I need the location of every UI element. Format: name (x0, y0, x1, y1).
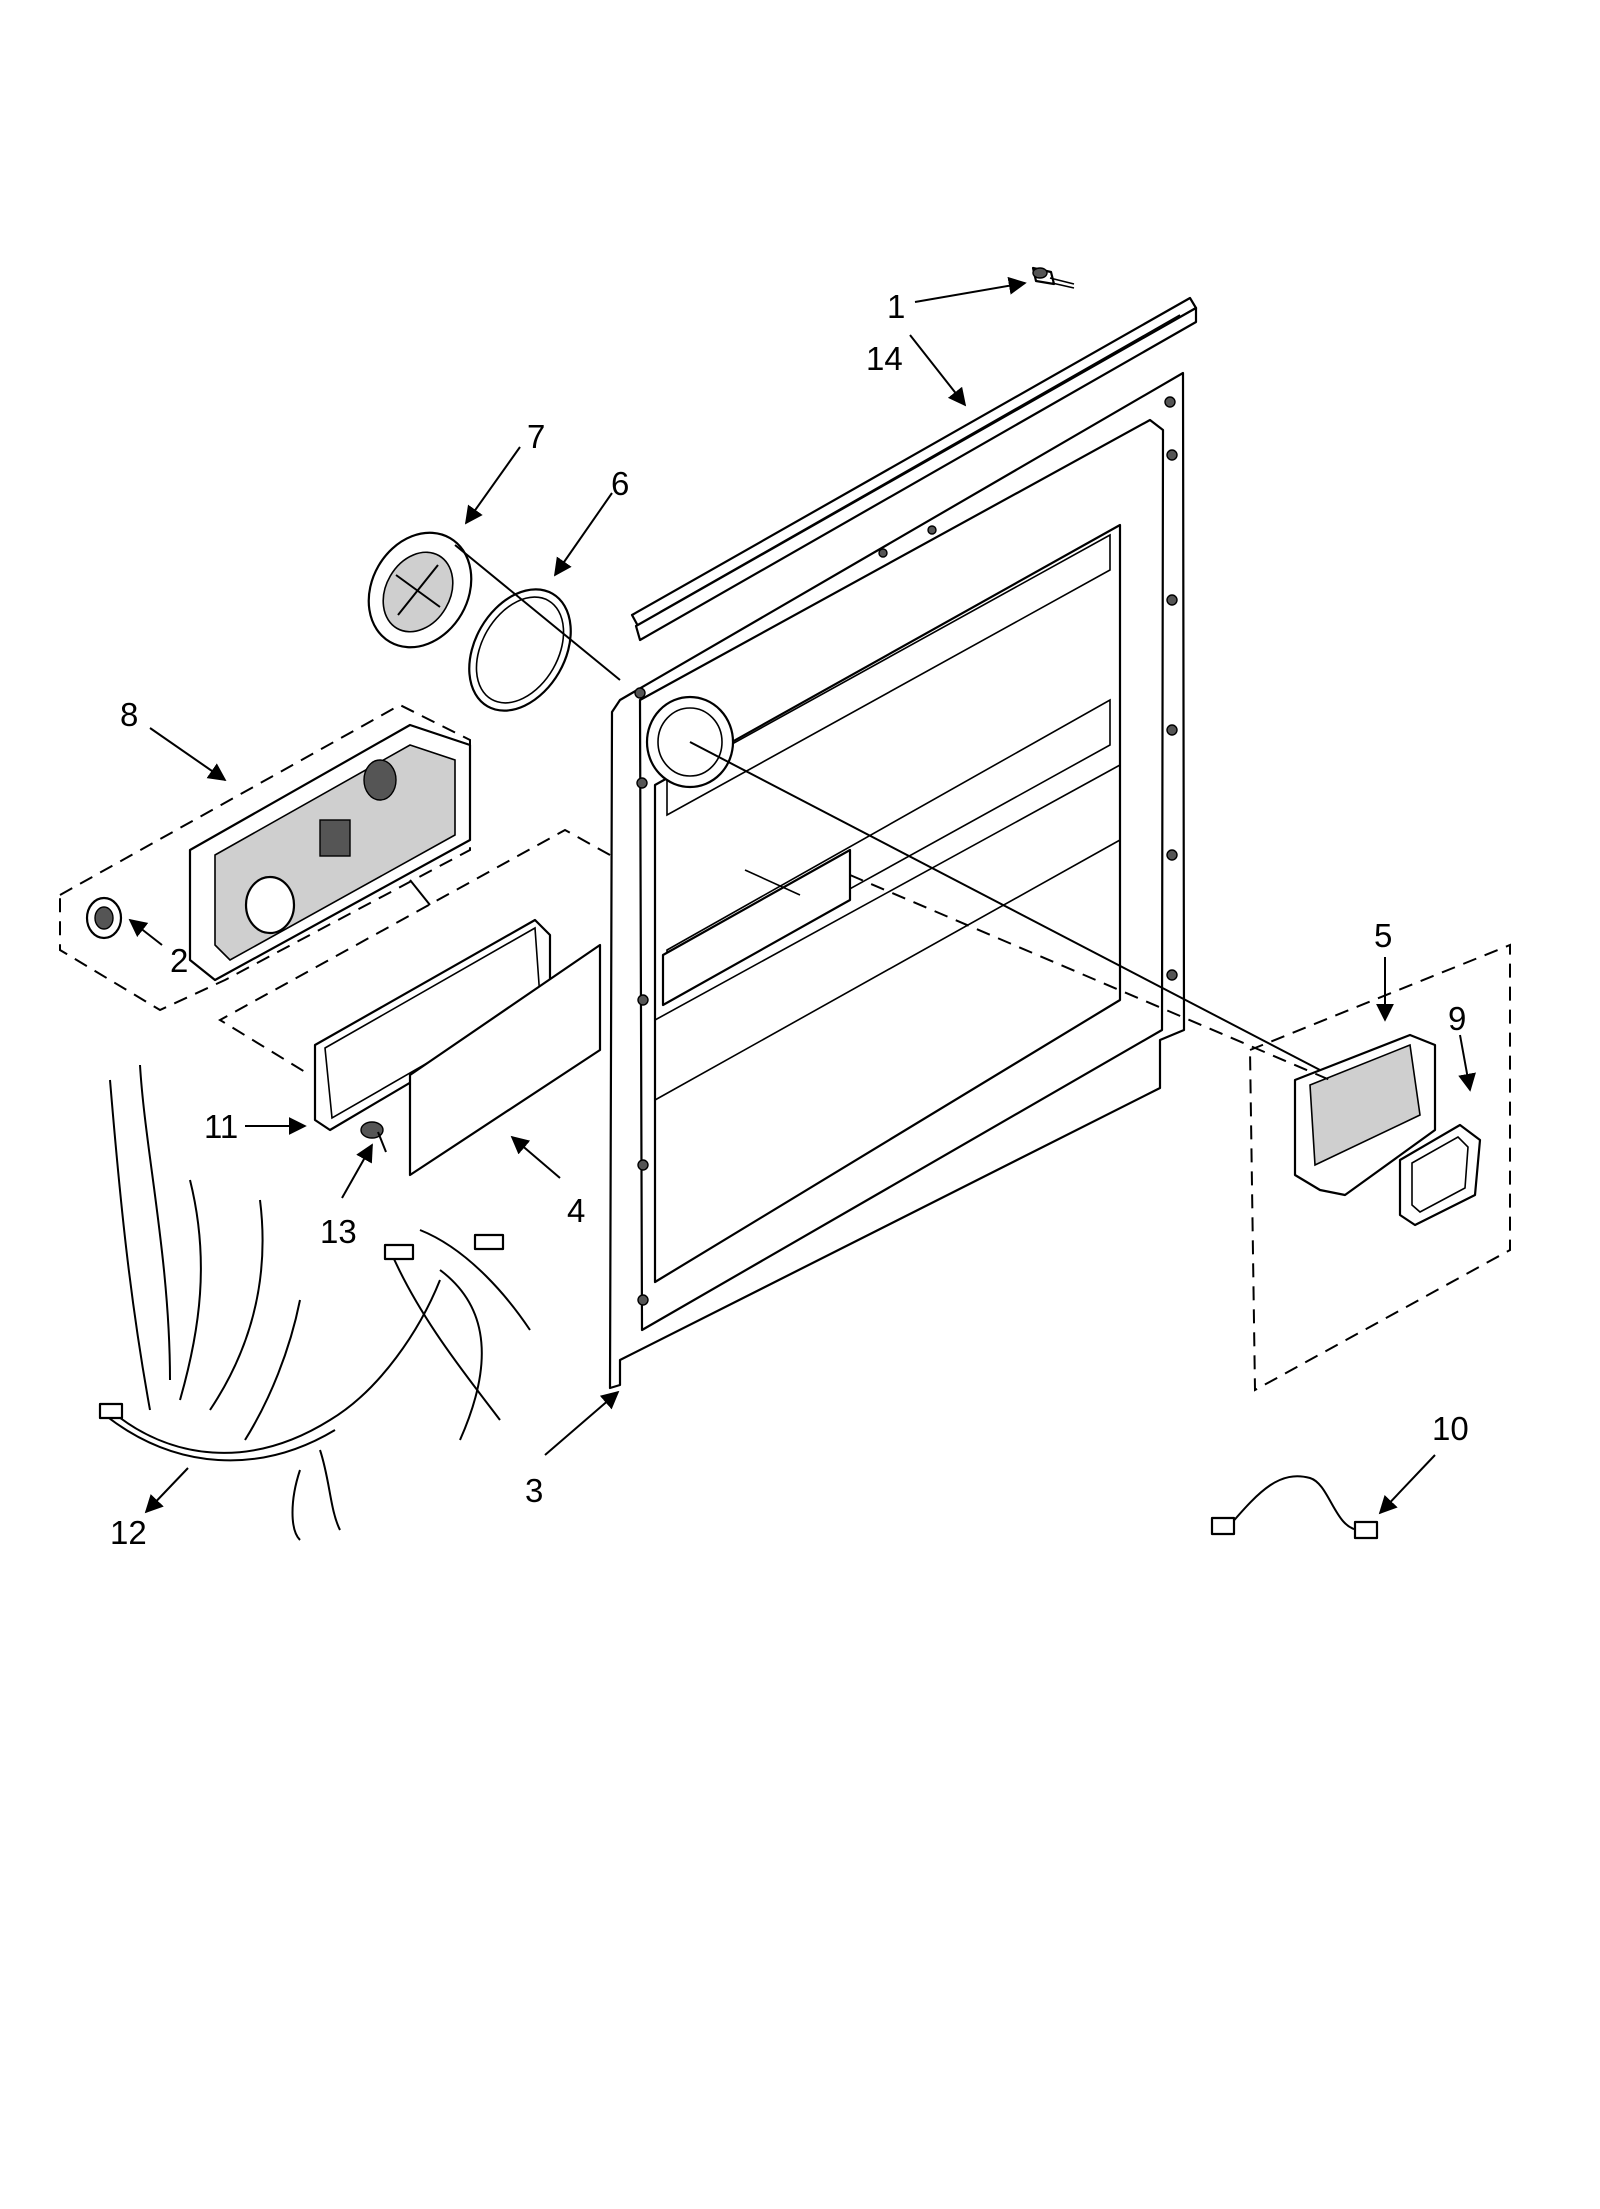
part-13-screw (360, 1121, 387, 1153)
callout-9: 9 (1448, 1000, 1466, 1037)
callout-14: 14 (866, 340, 903, 377)
callout-12: 12 (110, 1514, 147, 1551)
door-screw-holes (634, 396, 1178, 1306)
part-14-door-trim (630, 296, 1198, 642)
part-3-inner-door (608, 371, 1186, 1390)
callout-7: 7 (527, 418, 545, 455)
part-8-dispenser-group (59, 703, 472, 1012)
leader-lines (409, 544, 1331, 1081)
part-4-panel-group (218, 828, 611, 1177)
callout-6: 6 (611, 465, 629, 502)
callout-8: 8 (120, 696, 138, 733)
part-12-wire-harness (98, 1064, 531, 1541)
callout-4: 4 (567, 1192, 585, 1229)
callout-labels: 1 14 7 6 8 2 11 13 4 3 12 5 9 10 (110, 288, 1469, 1551)
part-7-vent (367, 531, 473, 649)
part-10-cable (1210, 1475, 1379, 1540)
callout-5: 5 (1374, 917, 1392, 954)
part-2-knob (85, 896, 123, 940)
part-5-bracket-group (1248, 943, 1511, 1392)
part-1-screw (1031, 266, 1075, 289)
part-9-seal (1398, 1123, 1482, 1227)
callout-2: 2 (170, 942, 188, 979)
callout-11: 11 (204, 1108, 238, 1145)
callout-3: 3 (525, 1472, 543, 1509)
callout-arrows (128, 276, 1476, 1515)
callout-10: 10 (1432, 1410, 1469, 1447)
callout-13: 13 (320, 1213, 357, 1250)
callout-1: 1 (887, 288, 905, 325)
